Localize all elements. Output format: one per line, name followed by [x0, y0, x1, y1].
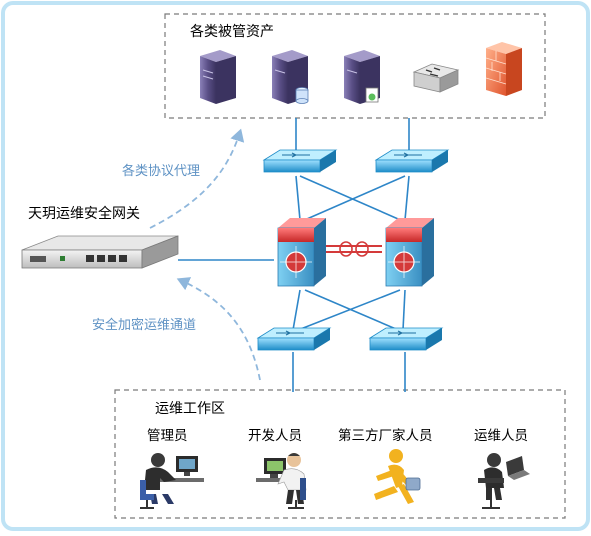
network-switch-device-icon	[412, 63, 460, 93]
core-redundancy-link	[326, 241, 382, 257]
database-server-icon	[272, 50, 309, 104]
gateway-appliance-icon	[21, 235, 179, 269]
firewall-icon	[485, 42, 522, 96]
switch-icon	[256, 327, 332, 351]
server-icon	[200, 50, 236, 104]
core-switch-icon	[277, 218, 326, 287]
app-server-icon	[344, 50, 380, 104]
workspace-box	[114, 389, 566, 519]
developer-person-icon	[256, 453, 307, 509]
assets-box-title: 各类被管资产	[190, 24, 274, 40]
assets-box	[164, 13, 546, 119]
protocol-proxy-label: 各类协议代理	[122, 163, 200, 179]
proxy-arrow	[149, 128, 245, 229]
switch-icon	[374, 149, 450, 173]
switch-icon	[368, 327, 444, 351]
vendor-person-icon	[374, 449, 421, 504]
gateway-name: 天玥运维安全网关	[28, 205, 140, 222]
workspace-title: 运维工作区	[155, 401, 225, 417]
network-links	[178, 118, 410, 392]
secure-channel-label: 安全加密运维通道	[92, 317, 196, 333]
switch-icon	[262, 149, 338, 173]
core-switch-icon	[385, 218, 434, 287]
role-label-ops: 运维人员	[474, 428, 528, 444]
role-label-admin: 管理员	[147, 428, 188, 444]
role-label-developer: 开发人员	[248, 428, 302, 444]
admin-person-icon	[140, 453, 204, 509]
ops-person-icon	[478, 453, 530, 509]
role-label-vendor: 第三方厂家人员	[338, 427, 433, 444]
